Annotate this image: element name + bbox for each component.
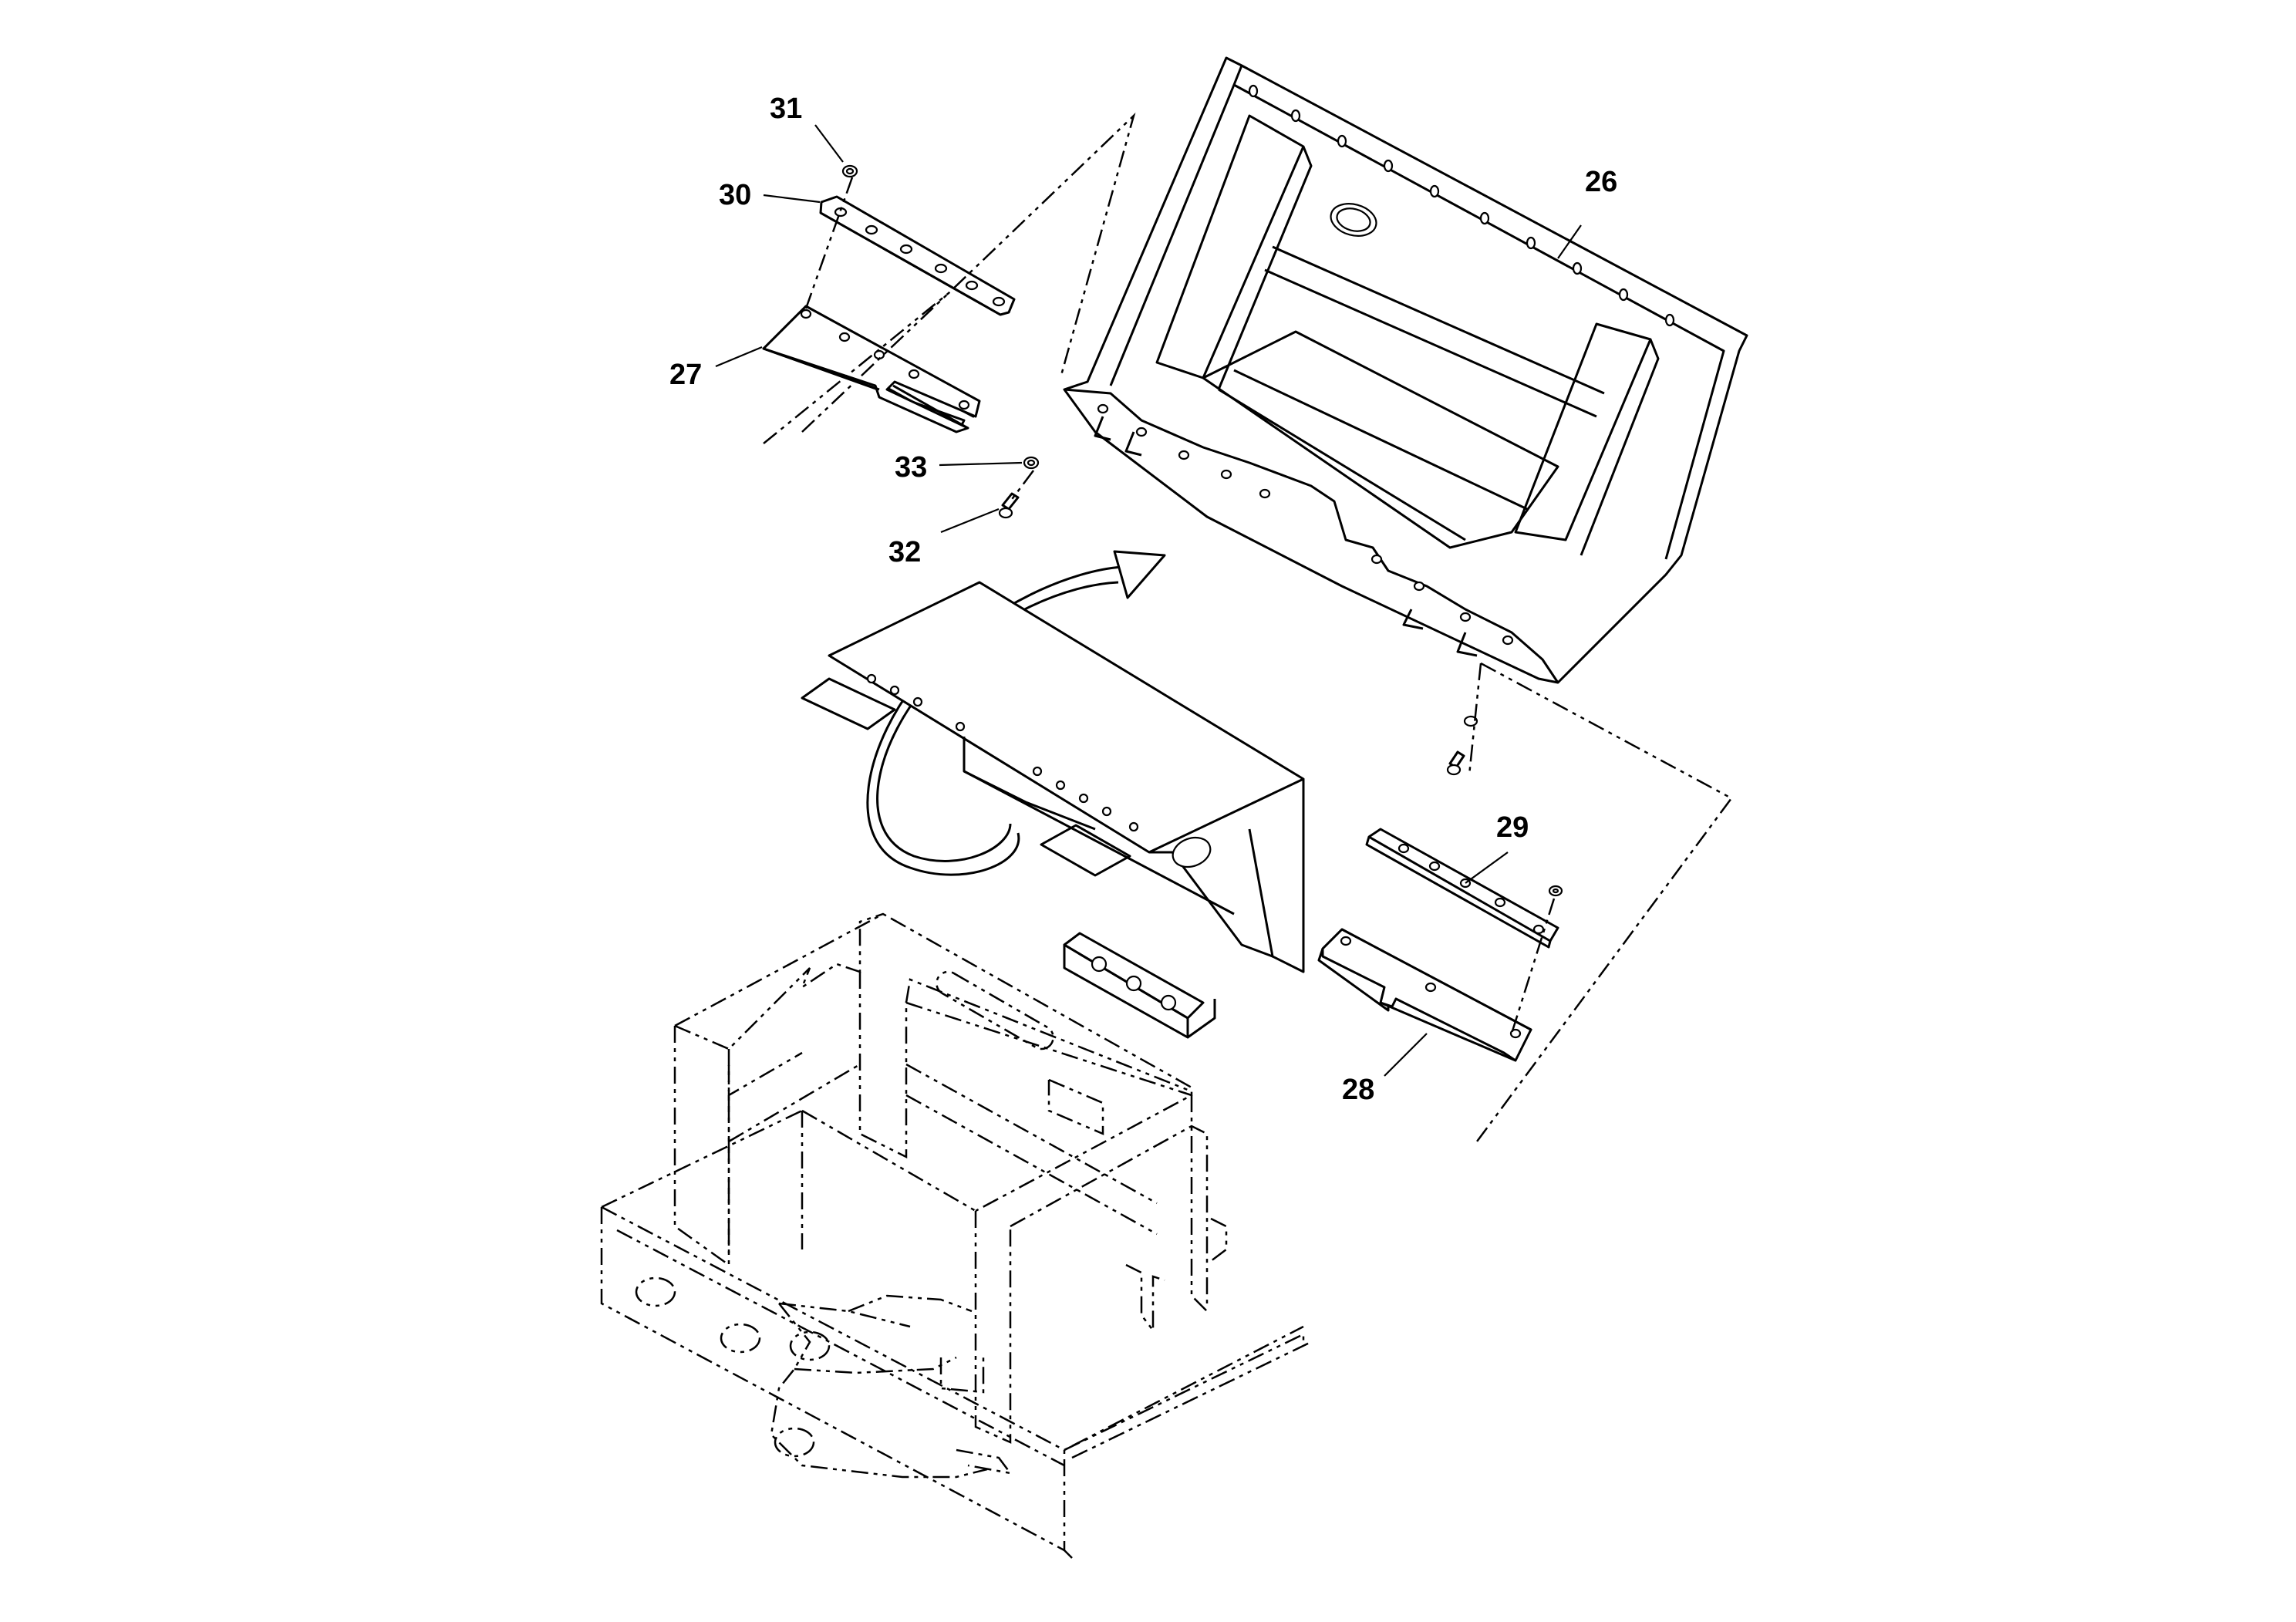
callout-26-label: 26 [1585,166,1617,198]
callout-32-label: 32 [888,536,921,568]
right-centerline-2 [1475,662,1733,1142]
part-28-right-plate [1317,928,1532,1062]
callout-28-label: 28 [1342,1074,1374,1106]
part-32-bolt [998,492,1020,519]
callout-31-label: 31 [770,93,802,125]
part-29-right-bar [1365,828,1559,949]
part-27-lower-plate [762,305,981,433]
part-33-washer [1023,456,1040,470]
part-30-upper-bar [819,195,1016,316]
callout-32: 32 [888,508,1000,568]
callout-27-label: 27 [669,359,702,391]
right-bolt [1446,715,1478,776]
callout-33: 33 [895,451,1023,484]
right-centerline-1 [1468,663,1482,776]
middle-tray [801,581,1305,973]
part-31-nut [841,164,858,178]
hinge-bracket [1063,932,1216,1039]
callout-29-label: 29 [1496,811,1529,844]
callout-29: 29 [1465,811,1529,884]
callout-28: 28 [1342,1033,1428,1106]
callout-33-label: 33 [895,451,927,484]
flip-arrow [866,550,1166,876]
callout-31: 31 [770,93,844,163]
flange-holes [1097,403,1514,646]
callout-30: 30 [719,179,821,211]
right-centerline-3 [1510,898,1556,1034]
upper-centerline-2 [801,292,949,433]
callout-30-label: 30 [719,179,751,211]
callout-27: 27 [669,346,763,391]
upper-centerline-3 [804,177,854,309]
callout-26: 26 [1557,166,1617,259]
upper-centerline-4 [1010,470,1034,502]
right-nut [1548,885,1563,897]
phantom-base-frame [600,912,1312,1559]
middle-tray-holes [866,673,1139,832]
part-26-tray-panel [1063,56,1748,684]
rim-holes [1248,84,1675,327]
